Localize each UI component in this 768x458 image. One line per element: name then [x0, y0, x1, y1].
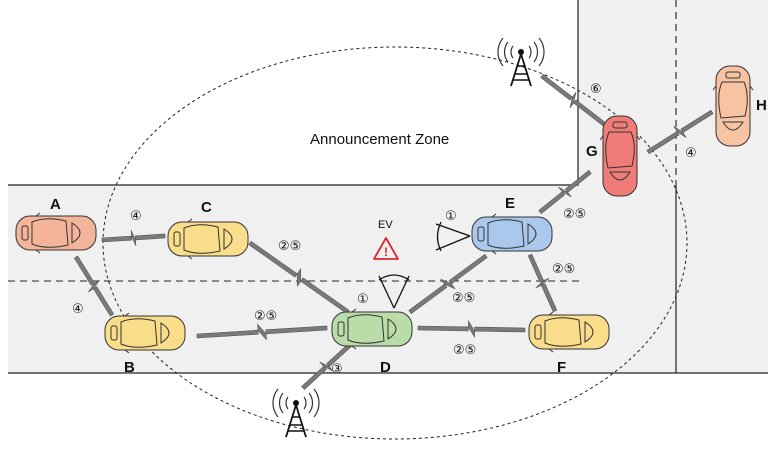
- vehicle-label-B: B: [124, 359, 135, 376]
- link-label-e-g: ②⑤: [563, 207, 586, 222]
- vehicle-F-icon: [528, 311, 610, 353]
- vehicle-B-icon: [104, 312, 186, 354]
- sensor-cone-icon-d: [378, 274, 410, 309]
- vehicle-C-icon: [167, 218, 249, 260]
- link-e-f: [527, 253, 558, 313]
- vehicle-A-icon: [15, 212, 97, 254]
- vehicle-label-A: A: [50, 196, 61, 213]
- link-label-a-c: ④: [130, 209, 142, 224]
- link-b-d: [196, 323, 328, 341]
- link-label-tower-g: ⑥: [590, 82, 602, 97]
- vehicle-H-icon: [712, 65, 754, 147]
- road-edges: [8, 0, 768, 374]
- link-d-e: [408, 253, 488, 315]
- link-e-g: [538, 169, 592, 215]
- vehicle-E-icon: [471, 213, 553, 255]
- link-label-e-f: ②⑤: [552, 262, 575, 277]
- vehicle-label-C: C: [201, 199, 212, 216]
- link-label-sensor-d: ①: [357, 292, 369, 307]
- link-label-d-e: ②⑤: [452, 291, 475, 306]
- vehicle-G-icon: [599, 115, 641, 197]
- vehicle-label-F: F: [557, 359, 566, 376]
- ev-label: EV: [378, 219, 393, 231]
- link-label-g-h: ④: [685, 146, 697, 161]
- warning-glyph: !: [384, 245, 388, 259]
- tower-icon-top: [497, 37, 545, 87]
- vehicle-label-E: E: [505, 195, 515, 212]
- link-a-c: [101, 229, 166, 247]
- wireless-links: [73, 73, 714, 390]
- tower-icon-bottom: [272, 388, 320, 438]
- lane-dividers: [8, 0, 677, 282]
- announcement-zone: [102, 46, 688, 440]
- zone-label: Announcement Zone: [310, 131, 449, 148]
- link-a-b: [73, 255, 115, 317]
- link-g-h: [646, 109, 714, 155]
- link-label-tower-d: ③: [331, 362, 343, 377]
- link-c-d: [248, 240, 350, 315]
- sensor-cone-icon-e: [435, 221, 471, 252]
- link-label-sensor-e: ①: [445, 209, 457, 224]
- warning-icon: !: [373, 237, 399, 260]
- vehicle-label-G: G: [586, 143, 598, 160]
- link-label-b-d: ②⑤: [254, 309, 277, 324]
- vehicle-label-H: H: [756, 97, 767, 114]
- link-d-f: [417, 319, 526, 339]
- link-label-c-d: ②⑤: [278, 239, 301, 254]
- vehicle-D-icon: [331, 308, 413, 350]
- link-label-a-b: ④: [72, 302, 84, 317]
- vehicle-label-D: D: [380, 359, 391, 376]
- link-label-d-f: ②⑤: [453, 343, 476, 358]
